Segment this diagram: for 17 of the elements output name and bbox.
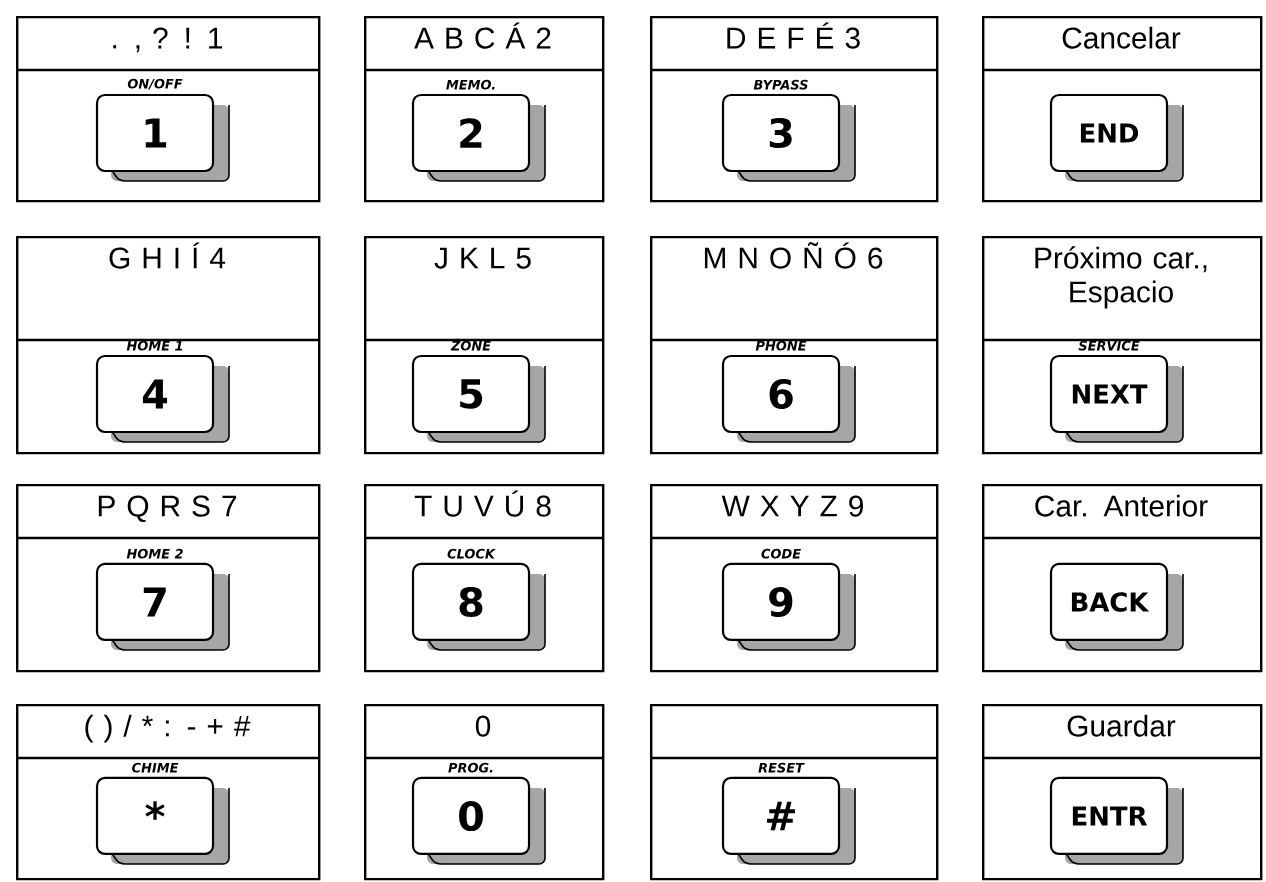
keypad-key: 6 [721, 354, 856, 443]
keypad-key: 5 [411, 354, 546, 443]
keypad-key: 4 [95, 354, 230, 443]
keypad-key: 2 [411, 93, 546, 182]
keypad-key: 3 [721, 93, 856, 182]
keypad-key: 1 [95, 93, 230, 182]
key-cell [650, 703, 939, 881]
keypad-key: BACK [1049, 562, 1184, 651]
keypad-key: NEXT [1049, 354, 1184, 443]
keypad-key: 7 [95, 562, 230, 651]
keypad-key: 8 [411, 562, 546, 651]
keypad-key: # [721, 776, 856, 865]
keypad-key: 0 [411, 776, 546, 865]
keypad-key: END [1049, 93, 1184, 182]
keypad-key: 9 [721, 562, 856, 651]
keypad-key: ENTR [1049, 776, 1184, 865]
keypad-key: * [95, 776, 230, 865]
